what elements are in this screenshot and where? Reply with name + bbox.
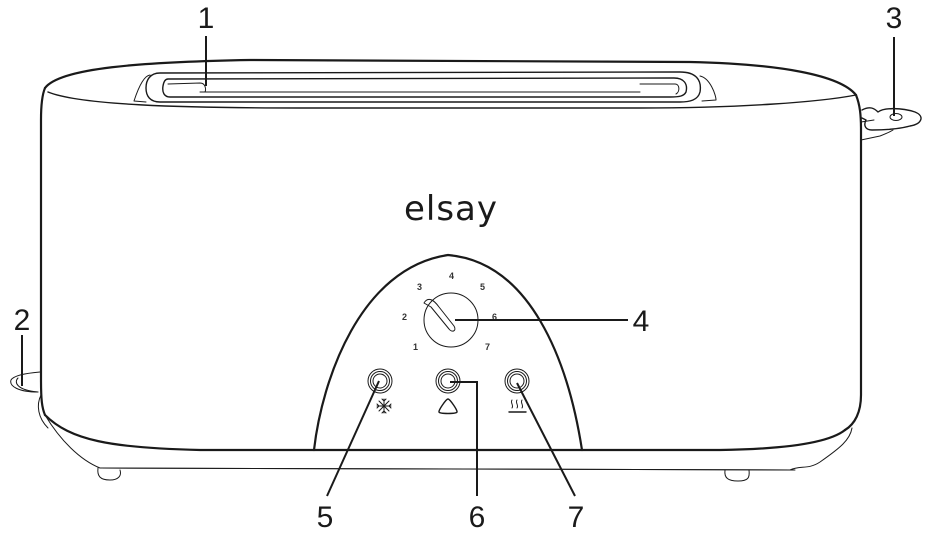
triangle-icon	[438, 398, 458, 415]
callout-numbers: 1 2 3 4 5 6 7	[14, 2, 903, 534]
callout-1: 1	[198, 2, 215, 35]
svg-text:7: 7	[485, 342, 490, 352]
brand-logo: elsay	[404, 189, 498, 229]
right-foot	[724, 469, 750, 482]
callout-5: 5	[317, 501, 334, 534]
dial-scale: 1 2 3 4 5 6 7	[402, 271, 497, 352]
svg-text:6: 6	[492, 312, 497, 322]
callout-6: 6	[469, 501, 486, 534]
snowflake-icon	[376, 398, 392, 414]
leader-lines	[21, 36, 895, 497]
svg-text:5: 5	[480, 282, 485, 292]
control-panel	[312, 253, 584, 452]
callout-7: 7	[568, 501, 585, 534]
callout-3: 3	[886, 2, 903, 35]
reheat-button[interactable]	[504, 368, 530, 394]
callout-2: 2	[14, 304, 31, 337]
left-foot	[97, 467, 121, 481]
toaster-lever[interactable]	[860, 107, 922, 141]
svg-text:3: 3	[417, 282, 422, 292]
svg-text:2: 2	[402, 312, 407, 322]
callout-4: 4	[633, 305, 650, 338]
dial-pointer	[423, 298, 456, 332]
bread-slot	[133, 71, 717, 103]
crumb-tray[interactable]	[10, 371, 41, 393]
heat-waves-icon	[508, 399, 527, 413]
svg-text:1: 1	[413, 342, 418, 352]
toaster-body	[37, 58, 863, 482]
svg-text:4: 4	[449, 271, 454, 281]
lever-hole	[889, 113, 903, 121]
defrost-button[interactable]	[367, 368, 393, 394]
